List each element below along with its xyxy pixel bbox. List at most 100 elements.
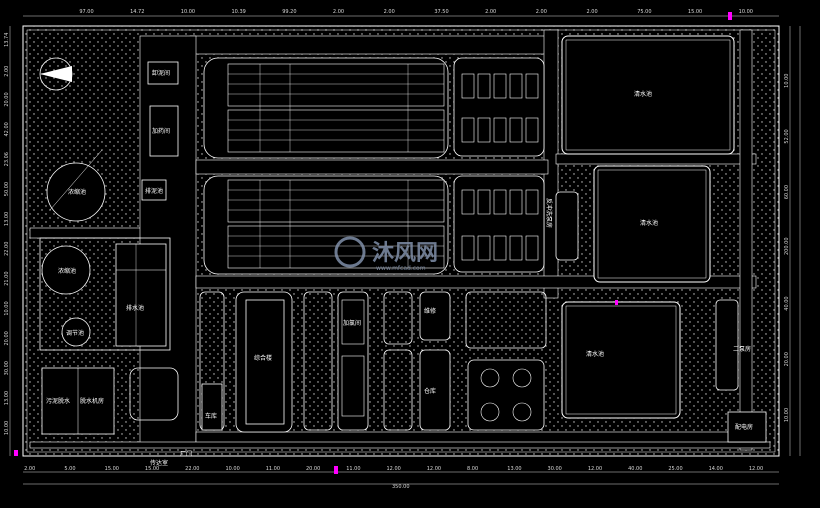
dewater-room-label: 脱水机房 — [80, 397, 104, 405]
sludge-tank-top-label: 浓缩池 — [68, 188, 86, 196]
dimension-label: 2.00 — [587, 9, 598, 15]
clearwater-tank-2: 清水池 — [593, 165, 711, 283]
dimension-label: 200.00 — [784, 238, 790, 256]
dimension-label: 15.00 — [688, 9, 702, 15]
dimension-label: 10.00 — [784, 74, 790, 88]
pump-well-label: 排泥池 — [145, 187, 163, 195]
dimension-label: 14.00 — [709, 466, 723, 472]
chlorine-building: 加氯间 — [337, 291, 369, 431]
dimension-label: 2.00 — [485, 9, 496, 15]
storage-label: 仓库 — [424, 387, 436, 395]
drain-pool-label: 排水池 — [126, 304, 144, 312]
power-room-label: 配电房 — [735, 423, 753, 431]
dimension-label: 10.00 — [4, 301, 10, 315]
dimension-label: 22.00 — [4, 242, 10, 256]
secondary-pump-label: 二泵房 — [733, 345, 751, 353]
dimension-label: 10.39 — [232, 9, 246, 15]
dimension-label: 20.00 — [4, 92, 10, 106]
dimension-label: 2.00 — [384, 9, 395, 15]
storage-building: 仓库 — [419, 349, 451, 431]
guard-label: 传达室 — [150, 459, 168, 467]
small-bld-2-label: 加氯间 — [343, 319, 361, 327]
small-bld-3-label: 车库 — [205, 412, 217, 420]
clearwater-tank-3: 清水池 — [561, 301, 681, 419]
comprehensive-building: 综合楼 — [235, 291, 293, 433]
dimension-label: 2.00 — [333, 9, 344, 15]
dimension-label: 2.00 — [24, 466, 35, 472]
dim-total: 350.00 — [392, 484, 410, 490]
comprehensive-label: 综合楼 — [254, 354, 272, 362]
dimension-label: 97.00 — [79, 9, 93, 15]
dimension-label: 30.00 — [548, 466, 562, 472]
dimension-label: 10.00 — [4, 421, 10, 435]
dimension-label: 40.00 — [784, 296, 790, 310]
dimension-label: 20.00 — [784, 352, 790, 366]
dimension-label: 13.00 — [4, 212, 10, 226]
dimension-label: 13.00 — [507, 466, 521, 472]
dewater-building: 污泥脱水 脱水机房 — [41, 367, 115, 435]
dimension-label: 2.00 — [536, 9, 547, 15]
dimension-label: 20.00 — [306, 466, 320, 472]
dimension-label: 42.00 — [4, 122, 10, 136]
lower-pads — [199, 291, 547, 431]
watermark-logo: 沐风网 www.mfcad.com — [334, 236, 438, 272]
dimension-label: 10.00 — [739, 9, 753, 15]
dimension-label: 22.00 — [185, 466, 199, 472]
dimension-lines — [9, 15, 801, 485]
dimension-label: 12.00 — [749, 466, 763, 472]
sludge-tank-small-label: 调节池 — [66, 329, 84, 337]
dim-left-labels: 13.742.0020.0042.0023.0650.0013.0022.002… — [4, 33, 10, 435]
clearwater-tank-1: 清水池 — [561, 35, 735, 155]
dimension-label: 2.00 — [4, 66, 10, 77]
gate-label: 厂门 — [180, 450, 192, 458]
workshop-building: 维修 — [419, 291, 451, 341]
filter-bank-mid — [203, 175, 449, 275]
sedimentation-top — [453, 57, 545, 157]
sludge-pump-room-label: 卸泥间 — [152, 69, 170, 77]
dimension-label: 21.00 — [4, 271, 10, 285]
dimension-label: 40.00 — [628, 466, 642, 472]
dimension-label: 11.00 — [346, 466, 360, 472]
small-bld-1-label: 反冲洗泵房 — [545, 198, 553, 228]
dosing-room: 加药间 — [149, 105, 179, 157]
sludge-tank-mid-label: 浓缩池 — [58, 267, 76, 275]
dimension-label: 12.00 — [588, 466, 602, 472]
dimension-label: 10.00 — [784, 408, 790, 422]
dimension-label: 15.00 — [105, 466, 119, 472]
dimension-label: 14.72 — [130, 9, 144, 15]
pump-house-sump — [467, 359, 545, 431]
pump-well: 排泥池 — [141, 179, 167, 201]
sludge-pump-room: 卸泥间 — [147, 61, 179, 85]
dewater-bld-label: 污泥脱水 — [46, 397, 70, 405]
dosing-room-label: 加药间 — [152, 127, 170, 135]
clearwater-2-label: 清水池 — [640, 219, 658, 227]
reference-markers — [14, 12, 732, 474]
sedimentation-mid — [453, 175, 545, 273]
dimension-label: 13.74 — [4, 33, 10, 47]
backwash-pump-room: 反冲洗泵房 — [545, 191, 579, 261]
filter-bank-top — [203, 57, 449, 159]
dimension-label: 12.00 — [427, 466, 441, 472]
north-arrow-icon — [39, 57, 73, 91]
dimension-label: 12.00 — [387, 466, 401, 472]
power-room: 配电房 — [727, 411, 767, 443]
dimension-label: 15.00 — [145, 466, 159, 472]
dimension-label: 60.00 — [784, 185, 790, 199]
dimension-label: 30.00 — [4, 361, 10, 375]
dimension-label: 10.00 — [181, 9, 195, 15]
workshop-label: 维修 — [424, 307, 436, 315]
dimension-label: 75.00 — [637, 9, 651, 15]
watermark-url: www.mfcad.com — [376, 265, 426, 272]
dimension-label: 37.50 — [434, 9, 448, 15]
watermark-brand: 沐风网 — [372, 241, 438, 266]
dimension-label: 20.00 — [4, 331, 10, 345]
sludge-area: 浓缩池 调节池 排水池 — [39, 237, 171, 351]
dimension-label: 52.00 — [784, 129, 790, 143]
dim-right-labels: 10.00 52.00 60.00 200.00 40.00 20.00 10.00 — [784, 74, 790, 423]
dim-top-labels: 97.00 14.72 10.00 10.39 99.20 2.00 2.00 37.50 2.… — [79, 9, 753, 15]
dimension-label: 99.20 — [282, 9, 296, 15]
sludge-tank-top: 浓缩池 — [46, 149, 106, 222]
dimension-label: 8.00 — [467, 466, 478, 472]
guard-house: 车库 — [201, 383, 223, 431]
